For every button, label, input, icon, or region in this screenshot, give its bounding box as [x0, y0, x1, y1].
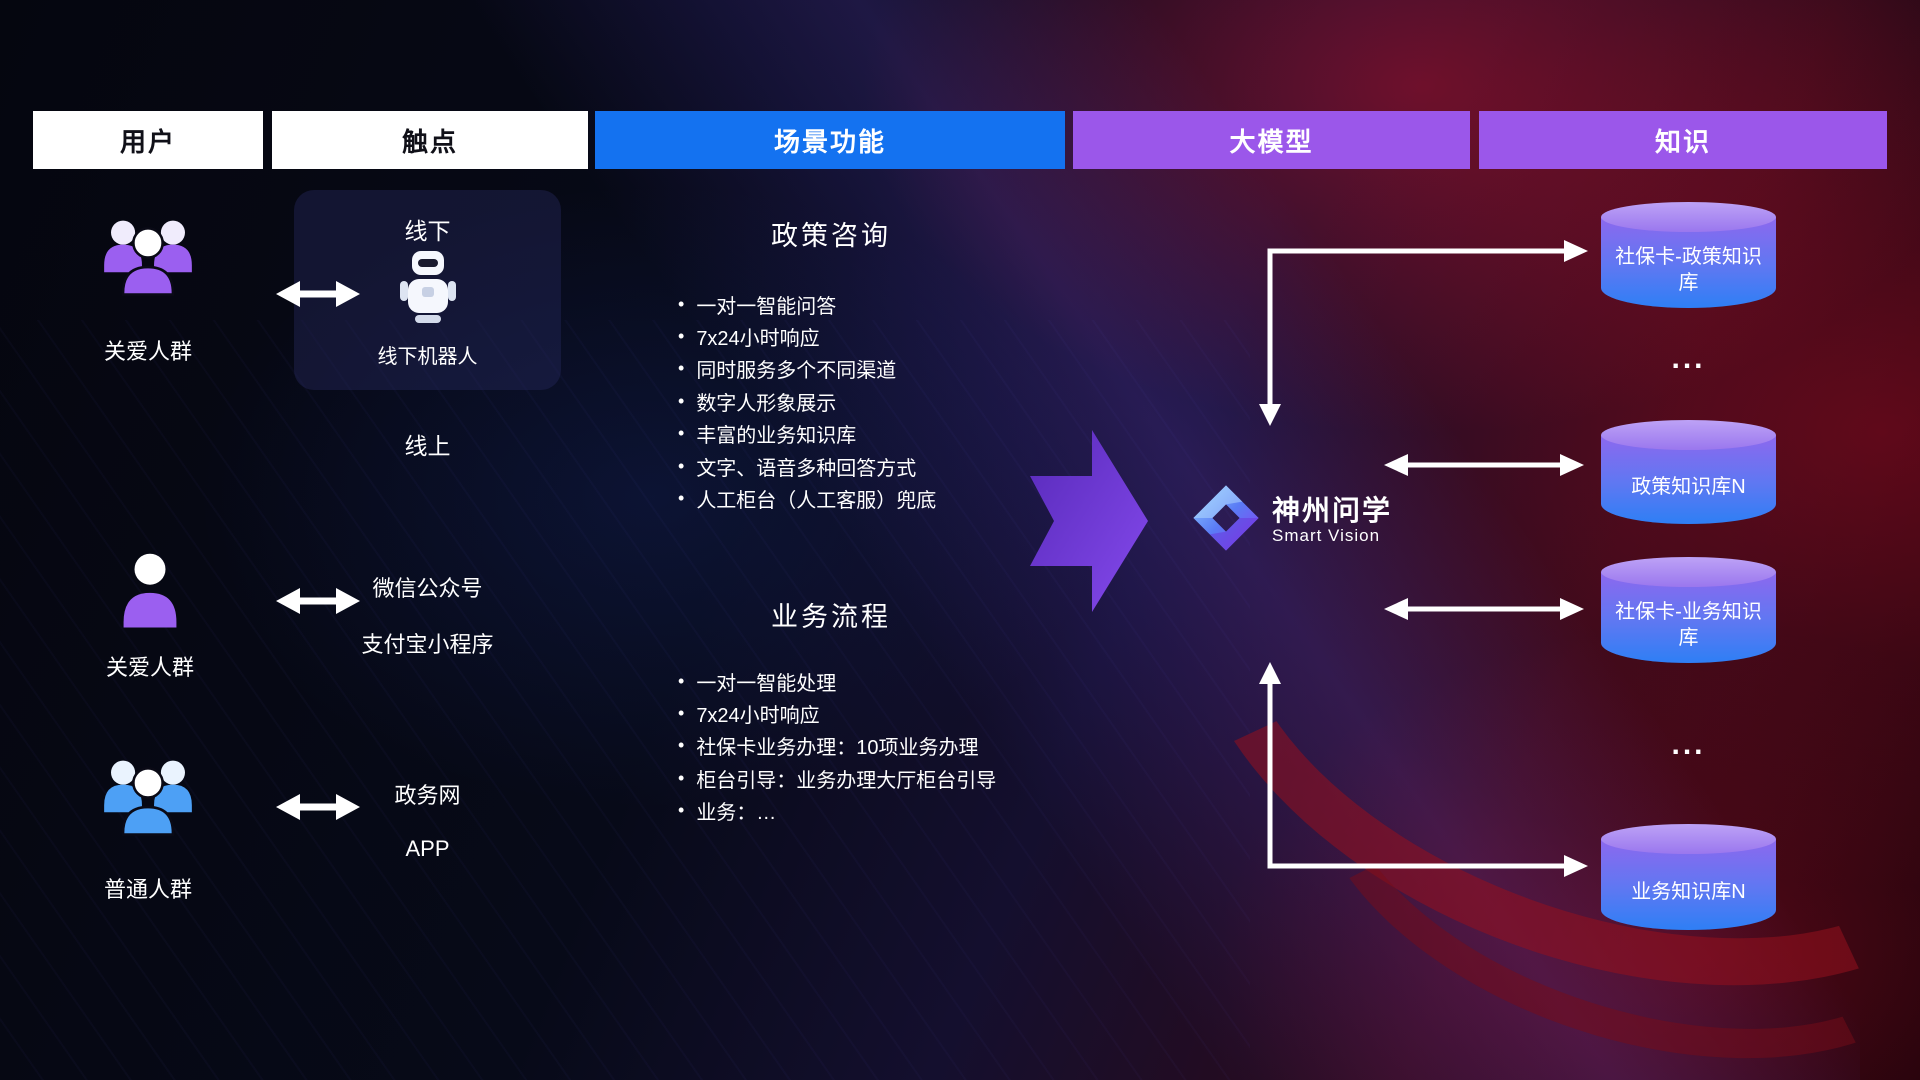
knowledge-db-label: 社保卡-政策知识库: [1615, 245, 1762, 294]
list-item: 柜台引导：业务办理大厅柜台引导: [678, 762, 996, 794]
list-item: 文字、语音多种回答方式: [678, 450, 936, 482]
cylinder-top: [1601, 420, 1776, 450]
offline-title: 线下: [404, 218, 451, 244]
offline-robot-label: 线下机器人: [377, 346, 478, 368]
list-item: 同时服务多个不同渠道: [678, 353, 936, 385]
list-item: 7x24小时响应: [678, 697, 996, 729]
scenario-policy-list: 一对一智能问答 7x24小时响应 同时服务多个不同渠道 数字人形象展示 丰富的业…: [678, 288, 936, 515]
person-purple-icon: [118, 551, 182, 633]
column-header-model: 大模型: [1073, 111, 1470, 169]
cylinder-top: [1601, 824, 1776, 854]
list-item: 7x24小时响应: [678, 320, 936, 352]
touchpoint-app: APP: [405, 836, 450, 861]
background-streaks: [0, 320, 1250, 1080]
knowledge-db-business-ssc: 社保卡-业务知识库: [1601, 557, 1776, 663]
model-subtitle: Smart Vision: [1272, 526, 1381, 545]
column-header-users-label: 用户: [119, 126, 176, 157]
offline-touchpoint-card: 线下 线下机器人: [294, 190, 561, 390]
robot-icon: [398, 246, 458, 330]
knowledge-ellipsis-1: ...: [1671, 342, 1706, 375]
knowledge-db-policy-n: 政策知识库N: [1601, 420, 1776, 524]
scenario-business-list: 一对一智能处理 7x24小时响应 社保卡业务办理：10项业务办理 柜台引导：业务…: [678, 665, 996, 827]
knowledge-db-policy-ssc: 社保卡-政策知识库: [1601, 202, 1776, 308]
flow-arrow-right-icon: [1030, 424, 1150, 618]
column-header-users: 用户: [33, 111, 263, 169]
cylinder-top: [1601, 557, 1776, 587]
user-group-3-label: 普通人群: [103, 877, 192, 902]
knowledge-ellipsis-2: ...: [1671, 728, 1706, 761]
list-item: 数字人形象展示: [678, 385, 936, 417]
scenario-policy-title: 政策咨询: [771, 221, 891, 251]
touchpoint-gov-web: 政务网: [394, 783, 461, 808]
list-item: 丰富的业务知识库: [678, 418, 936, 450]
list-item: 社保卡业务办理：10项业务办理: [678, 730, 996, 762]
knowledge-db-label: 社保卡-业务知识库: [1615, 600, 1762, 649]
column-header-model-label: 大模型: [1229, 126, 1314, 157]
scenario-business-title: 业务流程: [771, 602, 891, 632]
column-header-knowledge: 知识: [1479, 111, 1887, 169]
list-item: 人工柜台（人工客服）兜底: [678, 482, 936, 514]
cylinder-body: 业务知识库N: [1601, 839, 1776, 930]
list-item: 业务：…: [678, 795, 996, 827]
smart-vision-logo-icon: [1192, 484, 1260, 552]
group-people-purple-icon: [92, 212, 204, 298]
user-group-1-label: 关爱人群: [103, 339, 192, 364]
knowledge-db-label: 业务知识库N: [1631, 880, 1746, 903]
column-header-scenarios: 场景功能: [595, 111, 1065, 169]
touchpoint-wechat: 微信公众号: [372, 576, 483, 601]
online-title: 线上: [404, 433, 451, 459]
cylinder-body: 社保卡-政策知识库: [1601, 217, 1776, 308]
column-header-touchpoints-label: 触点: [401, 126, 458, 157]
column-header-scenarios-label: 场景功能: [773, 126, 886, 157]
user-group-2-label: 关爱人群: [105, 655, 194, 680]
column-header-touchpoints: 触点: [272, 111, 588, 169]
model-name: 神州问学: [1272, 495, 1393, 526]
list-item: 一对一智能处理: [678, 665, 996, 697]
list-item: 一对一智能问答: [678, 288, 936, 320]
cylinder-top: [1601, 202, 1776, 232]
group-people-blue-icon: [92, 752, 204, 838]
column-header-knowledge-label: 知识: [1654, 126, 1711, 157]
knowledge-db-label: 政策知识库N: [1631, 475, 1746, 498]
knowledge-db-business-n: 业务知识库N: [1601, 824, 1776, 930]
touchpoint-alipay: 支付宝小程序: [361, 632, 494, 657]
cylinder-body: 社保卡-业务知识库: [1601, 572, 1776, 663]
